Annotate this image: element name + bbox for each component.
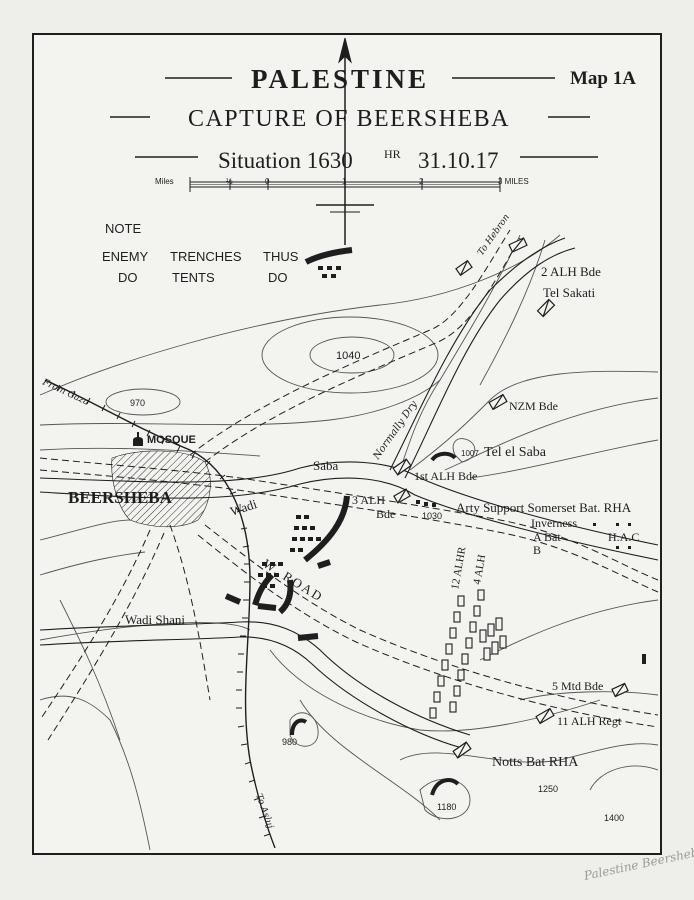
height-1250: 1250 — [538, 784, 558, 794]
label-time-1030: 1030 — [422, 511, 442, 521]
height-970: 970 — [130, 398, 145, 408]
scale-tick-2: 2 — [419, 177, 424, 186]
situation-hr: HR — [384, 147, 401, 161]
height-1180: 1180 — [437, 802, 456, 812]
label-notts-bat: Notts Bat RHA — [492, 755, 579, 770]
hill-1007-marker — [430, 451, 457, 462]
note-trenches: TRENCHES — [170, 249, 242, 264]
legend-note: NOTE ENEMY TRENCHES THUS DO TENTS DO — [102, 221, 353, 285]
label-wadi-saba-2: Saba — [313, 458, 339, 473]
legend-trench-symbol — [304, 247, 353, 265]
north-arrow — [316, 37, 374, 245]
artillery-dots — [416, 500, 646, 664]
scale-bar — [189, 177, 501, 192]
scale-tick-1: 1 — [342, 177, 347, 186]
label-arty-support: Arty Support Somerset Bat. RHA — [456, 500, 632, 515]
note-heading: NOTE — [105, 221, 141, 236]
enemy-tents — [258, 515, 321, 588]
regiment-columns — [429, 589, 507, 719]
note-thus: THUS — [263, 249, 299, 264]
label-beersheba: BEERSHEBA — [68, 488, 173, 507]
label-11-alh-regt: 11 ALH Regt — [557, 714, 622, 728]
mosque-icon — [133, 432, 143, 446]
label-b-bat: B — [533, 543, 541, 557]
map-subtitle: CAPTURE OF BEERSHEBA — [188, 106, 510, 132]
scale-unit-left: Miles — [155, 177, 174, 186]
label-a-bat: A Bat — [533, 530, 561, 544]
roads — [39, 229, 659, 741]
scale-tick-half: ½ — [226, 177, 233, 186]
railway — [44, 379, 276, 849]
height-980: 980 — [282, 737, 297, 747]
height-1400: 1400 — [604, 813, 624, 823]
label-wadi-shani: Wadi Shani — [125, 612, 185, 627]
label-5-mtd-bde: 5 Mtd Bde — [552, 679, 603, 693]
note-enemy: ENEMY — [102, 249, 149, 264]
label-3-alh-bde: Bde — [376, 507, 395, 521]
label-inverness: Inverness — [531, 516, 577, 530]
situation-date: 31.10.17 — [418, 148, 499, 173]
label-hac: H.A.C — [608, 530, 639, 544]
label-tel-el-saba: Tel el Saba — [484, 445, 547, 460]
unit-markers — [392, 237, 629, 759]
label-4-alh: 4 ALH — [471, 554, 488, 586]
railway-ties — [56, 384, 271, 837]
enemy-trenches — [224, 495, 350, 641]
label-mosque: MOSQUE — [147, 434, 196, 446]
label-tel-sakati: Tel Sakati — [543, 285, 596, 300]
title-rules — [110, 77, 598, 158]
scale-unit-right: 3 MILES — [498, 177, 529, 186]
map-title: PALESTINE — [251, 64, 429, 94]
height-1040: 1040 — [336, 350, 360, 362]
contours — [39, 234, 659, 851]
town-area — [111, 450, 211, 528]
legend-tent-symbol — [318, 266, 341, 278]
map-number: Map 1A — [570, 68, 636, 89]
label-nzm-bde: NZM Bde — [509, 399, 558, 413]
scale-tick-0: 0 — [265, 177, 270, 186]
note-do-1: DO — [118, 270, 138, 285]
situation-label: Situation 1630 — [218, 148, 353, 173]
height-1007: 1007 — [461, 449, 479, 458]
label-3-alh: 3 ALH — [352, 493, 385, 507]
hill-1180-marker — [430, 778, 460, 796]
label-2-alh-bde: 2 ALH Bde — [541, 264, 601, 279]
note-tents: TENTS — [172, 270, 215, 285]
note-do-2: DO — [268, 270, 288, 285]
label-1-alh-bde: 1st ALH Bde — [414, 469, 477, 483]
hill-980-marker — [290, 718, 308, 736]
